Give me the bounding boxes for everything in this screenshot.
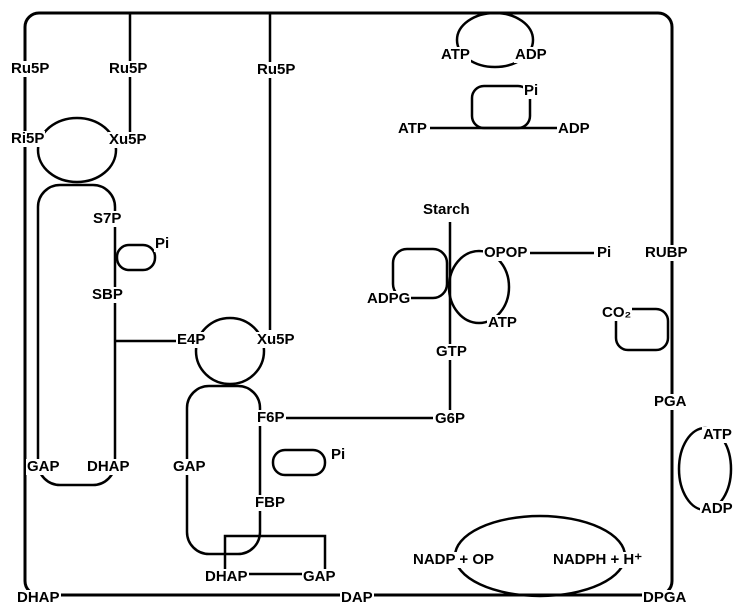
label-atp-adpg: ATP <box>487 314 518 331</box>
label-atp-top: ATP <box>440 46 471 63</box>
label-dhap-left: DHAP <box>86 458 131 475</box>
label-ru5p-left: Ru5P <box>10 60 51 77</box>
label-adpg: ADPG <box>366 290 412 307</box>
label-ri5p: Ri5P <box>10 130 46 147</box>
kinase-box <box>470 84 532 130</box>
label-dhap-bottom: DHAP <box>16 589 61 606</box>
co2-box <box>614 307 670 352</box>
label-adp-top: ADP <box>514 46 548 63</box>
label-gtp: GTP <box>435 343 468 360</box>
atp-adp-translocator-ellipse <box>455 11 535 69</box>
label-xu5p-top: Xu5P <box>108 131 148 148</box>
label-opop: OPOP <box>483 244 529 261</box>
chloroplast-envelope-outline <box>23 11 674 597</box>
label-gap-mid: GAP <box>172 458 207 475</box>
label-pga: PGA <box>653 393 688 410</box>
triose-isomerase-box <box>223 534 327 576</box>
label-atp-kinase: ATP <box>397 120 428 137</box>
label-gap-box: GAP <box>302 568 337 585</box>
e4p-xu5p-enzyme-ellipse <box>194 316 266 386</box>
label-s7p: S7P <box>92 210 123 227</box>
ri5p-xu5p-enzyme-ellipse <box>36 116 118 184</box>
label-pi-kinase: Pi <box>523 82 540 99</box>
sbpase-pi-box <box>115 243 157 272</box>
label-sbp: SBP <box>91 286 124 303</box>
label-dap-bottom: DAP <box>340 589 374 606</box>
label-dpga-bottom: DPGA <box>642 589 688 606</box>
label-nadp-op: NADP + OP <box>412 551 495 568</box>
label-e4p: E4P <box>176 331 207 348</box>
label-pi-fbpase: Pi <box>330 446 347 463</box>
label-adp-right: ADP <box>700 500 734 517</box>
adpg-box <box>391 247 449 300</box>
label-co2: CO₂ <box>601 304 633 321</box>
label-f6p: F6P <box>256 409 286 426</box>
label-ru5p-right: Ru5P <box>256 61 297 78</box>
label-starch: Starch <box>422 201 471 218</box>
label-ru5p-mid: Ru5P <box>108 60 149 77</box>
label-dhap-box: DHAP <box>204 568 249 585</box>
label-pi-ppase: Pi <box>596 244 613 261</box>
label-xu5p-bottom: Xu5P <box>256 331 296 348</box>
label-atp-right: ATP <box>702 426 733 443</box>
label-g6p: G6P <box>434 410 467 427</box>
label-adp-kinase: ADP <box>557 120 591 137</box>
label-rubp: RUBP <box>644 244 689 261</box>
label-fbp: FBP <box>254 494 286 511</box>
label-nadph-h: NADPH + H⁺ <box>552 551 644 568</box>
label-gap-left: GAP <box>26 458 61 475</box>
left-cycle-loop <box>36 183 117 487</box>
adpg-atp-enzyme-ellipse <box>447 249 511 325</box>
label-pi-sbpase: Pi <box>154 235 171 252</box>
fbpase-pi-box <box>271 448 327 477</box>
